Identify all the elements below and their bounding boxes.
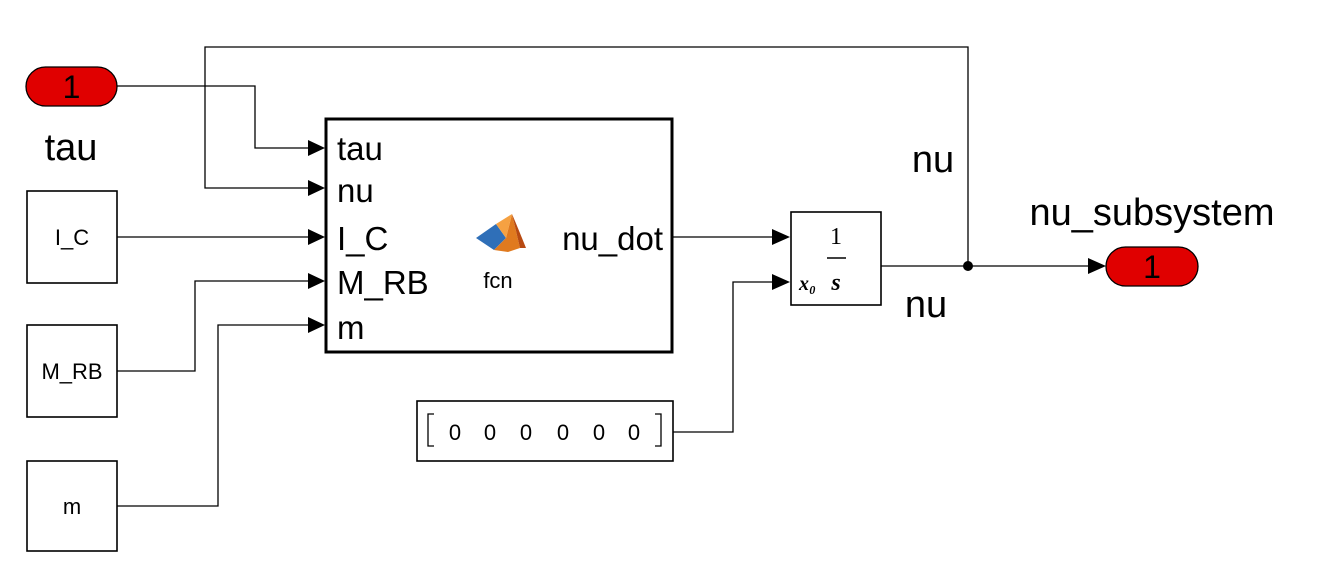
- inport-pill: [25, 66, 118, 107]
- constant-value-ic: I_C: [55, 225, 89, 250]
- arrowhead-outport: [1088, 258, 1106, 274]
- vector-right-bracket: [655, 413, 662, 447]
- signal-line-initial-condition[interactable]: [673, 281, 772, 433]
- vector-element: 0: [484, 420, 496, 445]
- fcn-input-port-m: m: [337, 309, 365, 346]
- signal-line-tau[interactable]: [117, 85, 308, 149]
- constant-block-ic[interactable]: I_C: [26, 190, 118, 284]
- fcn-input-port-nu: nu: [337, 172, 374, 209]
- signal-line-nu-feedback[interactable]: [204, 46, 969, 266]
- branch-junction-dot: [963, 261, 973, 271]
- arrowhead-fcn-mrb: [308, 273, 325, 289]
- integrator-block[interactable]: 1 x₀ s: [790, 211, 882, 306]
- outport-number: 1: [1143, 249, 1161, 285]
- signal-line-m[interactable]: [117, 324, 308, 507]
- signal-line-mrb[interactable]: [117, 280, 308, 372]
- constant-block-mrb[interactable]: M_RB: [26, 324, 118, 418]
- integrator-s-symbol: s: [830, 270, 840, 296]
- constant-block-m[interactable]: m: [26, 460, 118, 552]
- constant-value-mrb: M_RB: [41, 359, 102, 384]
- arrowhead-integrator-in: [772, 229, 790, 245]
- arrowhead-fcn-m: [308, 317, 325, 333]
- integrator-numerator: 1: [830, 224, 842, 250]
- fcn-input-port-tau: tau: [337, 130, 383, 167]
- vector-element: 0: [557, 420, 569, 445]
- arrowhead-fcn-nu: [308, 180, 325, 196]
- vector-left-bracket: [427, 413, 434, 447]
- fcn-output-port-nu-dot: nu_dot: [562, 220, 663, 257]
- arrowhead-fcn-ic: [308, 229, 325, 245]
- arrowhead-integrator-ic: [772, 274, 790, 290]
- inport-number: 1: [63, 69, 81, 105]
- outport-pill: [1105, 246, 1199, 287]
- outport-block-nu-subsystem[interactable]: 1: [1105, 246, 1199, 287]
- constant-block-initial-vector[interactable]: 0 0 0 0 0 0: [416, 400, 674, 462]
- matlab-function-block[interactable]: tau nu I_C M_RB m nu_dot fcn: [324, 117, 674, 354]
- arrowhead-fcn-tau: [308, 140, 325, 156]
- fcn-input-port-mrb: M_RB: [337, 264, 429, 301]
- matlab-membrane-logo-icon: [476, 214, 526, 252]
- signal-label-nu-feedback[interactable]: nu: [912, 139, 954, 181]
- vector-element: 0: [628, 420, 640, 445]
- constant-value-m: m: [63, 494, 81, 519]
- signal-label-nu-output[interactable]: nu: [905, 284, 947, 326]
- vector-element: 0: [520, 420, 532, 445]
- integrator-initial-condition-label: x₀: [798, 273, 816, 295]
- inport-block-tau[interactable]: 1: [25, 66, 118, 107]
- fcn-name-label: fcn: [483, 268, 512, 293]
- fcn-input-port-ic: I_C: [337, 220, 388, 257]
- vector-element: 0: [593, 420, 605, 445]
- inport-name-label: tau: [45, 127, 98, 169]
- outport-name-label: nu_subsystem: [1029, 192, 1274, 234]
- vector-element: 0: [449, 420, 461, 445]
